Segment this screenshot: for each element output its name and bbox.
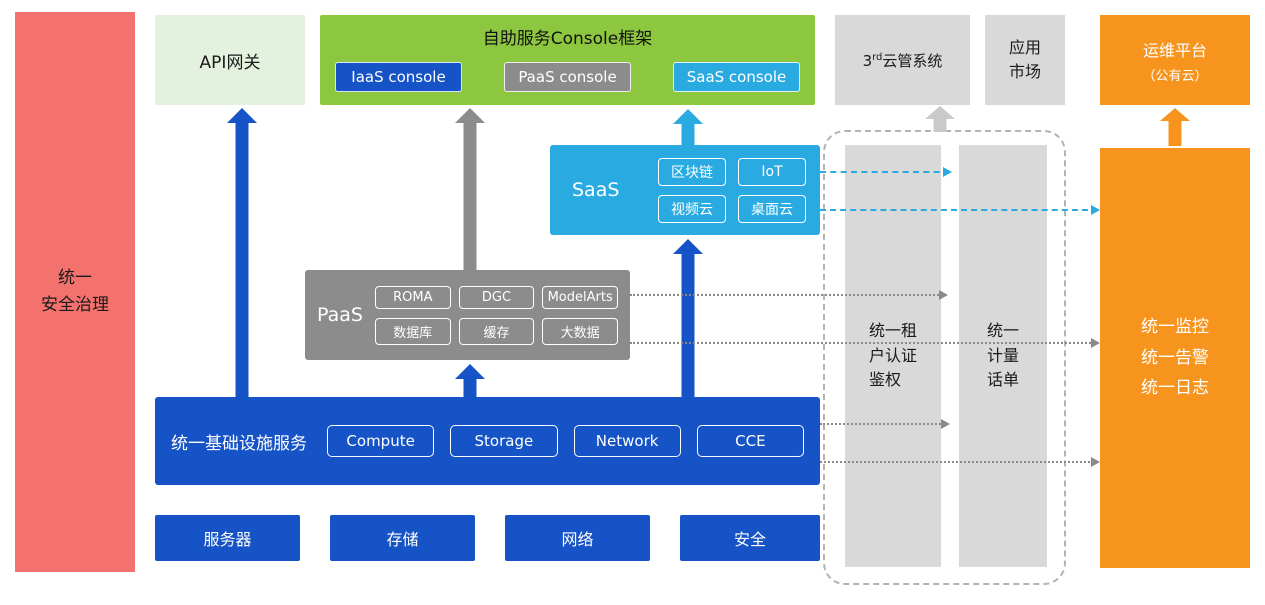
tenant-auth-label: 统一租 户认证 鉴权 (868, 320, 917, 390)
infra-item-compute: Compute (327, 425, 435, 457)
monitoring-alarm-log-bar: 统一监控 统一告警 统一日志 (1100, 148, 1250, 568)
arrow-monitor-to-ops-platform (1160, 108, 1190, 146)
infrastructure-items: Compute Storage Network CCE (327, 425, 804, 457)
paas-label: PaaS (317, 304, 363, 326)
saas-console-chip: SaaS console (673, 62, 800, 92)
infrastructure-label: 统一基础设施服务 (171, 433, 307, 454)
app-market-box: 应用 市场 (985, 15, 1065, 105)
iaas-console-chip: IaaS console (335, 62, 462, 92)
metering-bill-bar: 统一 计量 话单 (959, 145, 1047, 567)
hardware-server-box: 服务器 (155, 515, 300, 561)
arrow-infra-to-saas (673, 239, 703, 397)
arrow-saas-to-saas-console (673, 109, 703, 145)
connector-paas-to-monitoring (630, 338, 1100, 348)
arrow-infra-to-paas (455, 364, 485, 397)
app-market-label: 应用 市场 (1008, 38, 1041, 81)
arrow-paas-to-console-framework (455, 108, 485, 270)
paas-console-chip: PaaS console (504, 62, 631, 92)
saas-item-iot: IoT (738, 157, 806, 186)
paas-item-roma: ROMA (374, 285, 451, 309)
paas-item-modelarts: ModelArts (542, 285, 618, 309)
api-gateway-box: API网关 (155, 15, 305, 105)
saas-item-desktop-cloud: 桌面云 (738, 194, 806, 223)
paas-item-bigdata: 大数据 (542, 317, 618, 345)
saas-services-grid: 区块链 IoT 视频云 桌面云 (658, 157, 806, 223)
paas-item-cache: 缓存 (458, 317, 535, 345)
console-framework-box: 自助服务Console框架 IaaS console PaaS console … (320, 15, 815, 105)
connector-infra-to-auth (820, 419, 950, 429)
saas-box: SaaS 区块链 IoT 视频云 桌面云 (550, 145, 820, 235)
infra-item-storage: Storage (450, 425, 558, 457)
connector-saas-to-monitoring (820, 205, 1100, 215)
hardware-network-box: 网络 (505, 515, 650, 561)
third-party-cloud-mgmt-label: 3rd云管系统 (862, 51, 943, 70)
infra-item-cce: CCE (696, 425, 804, 457)
connector-saas-to-auth (820, 167, 952, 177)
saas-item-video-cloud: 视频云 (658, 194, 726, 223)
security-governance-bar: 统一 安全治理 (15, 12, 135, 572)
paas-box: PaaS ROMA DGC ModelArts 数据库 缓存 大数据 (305, 270, 630, 360)
ops-platform-label: 运维平台 (1142, 40, 1207, 60)
tenant-auth-bar: 统一租 户认证 鉴权 (845, 145, 941, 567)
paas-services-grid: ROMA DGC ModelArts 数据库 缓存 大数据 (374, 285, 618, 345)
connector-paas-to-auth (630, 290, 948, 300)
infrastructure-box: 统一基础设施服务 Compute Storage Network CCE (155, 397, 820, 485)
paas-item-database: 数据库 (374, 317, 451, 345)
third-party-cloud-mgmt-box: 3rd云管系统 (835, 15, 970, 105)
console-row: IaaS console PaaS console SaaS console (320, 62, 815, 92)
metering-bill-label: 统一 计量 话单 (986, 320, 1019, 390)
security-governance-label: 统一 安全治理 (41, 267, 109, 315)
arrow-shared-to-third-party (925, 106, 955, 132)
saas-item-blockchain: 区块链 (658, 157, 726, 186)
paas-item-dgc: DGC (458, 285, 535, 309)
ops-platform-sublabel: （公有云） (1142, 68, 1208, 84)
api-gateway-label: API网关 (199, 52, 261, 73)
connector-infra-to-monitoring (820, 457, 1100, 467)
hardware-security-box: 安全 (680, 515, 820, 561)
infra-item-network: Network (573, 425, 681, 457)
saas-label: SaaS (572, 179, 620, 201)
console-framework-title: 自助服务Console框架 (482, 29, 653, 49)
hardware-storage-box: 存储 (330, 515, 475, 561)
ops-platform-box: 运维平台 （公有云） (1100, 15, 1250, 105)
monitoring-alarm-log-label: 统一监控 统一告警 统一日志 (1141, 317, 1209, 399)
arrow-infra-to-api-gateway (227, 108, 257, 397)
